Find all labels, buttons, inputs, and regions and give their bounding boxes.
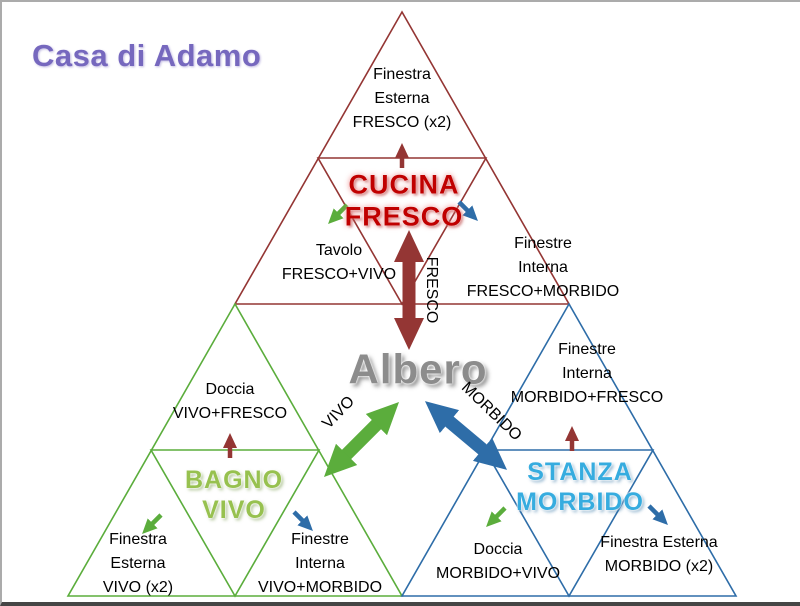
bagno-internal-window-label: Finestre Interna VIVO+MORBIDO [257,531,383,596]
bagno-room-title: BAGNO VIVO [184,466,284,524]
stanza-inner-triangle [483,449,655,598]
stanza-room-title: STANZA MORBIDO [516,458,644,516]
bagno-downleft-arrow [142,513,163,534]
cucina-downleft-arrow [328,203,349,224]
morbido-axis-arrow [424,401,508,470]
bagno-external-window-label: Finestra Esterna VIVO (x2) [102,531,174,596]
center-node-label: Albero [348,345,488,393]
vivo-axis-arrow [323,401,400,478]
bagno-downright-arrow [292,510,313,531]
cucina-internal-window-label: Finestre Interna FRESCO+MORBIDO [466,235,620,300]
cucina-external-window-label: Finestra Esterna FRESCO (x2) [352,66,452,131]
stanza-downright-arrow [647,504,668,525]
stanza-internal-window-label: Finestre Interna MORBIDO+FRESCO [510,341,664,406]
cucina-table-label: Tavolo FRESCO+VIVO [281,242,397,283]
cucina-downright-arrow [457,200,478,221]
fresco-axis-label: FRESCO [423,256,440,324]
stanza-external-window-label: Finestra Esterna MORBIDO (x2) [600,534,718,575]
stanza-shower-label: Doccia MORBIDO+VIVO [435,541,561,582]
stanza-downleft-arrow [486,506,507,527]
page-title: Casa di Adamo [32,38,262,73]
bagno-shower-label: Doccia VIVO+FRESCO [172,381,288,422]
bagno-inner-triangle [149,449,321,598]
cucina-room-title: CUCINA FRESCO [344,169,464,232]
